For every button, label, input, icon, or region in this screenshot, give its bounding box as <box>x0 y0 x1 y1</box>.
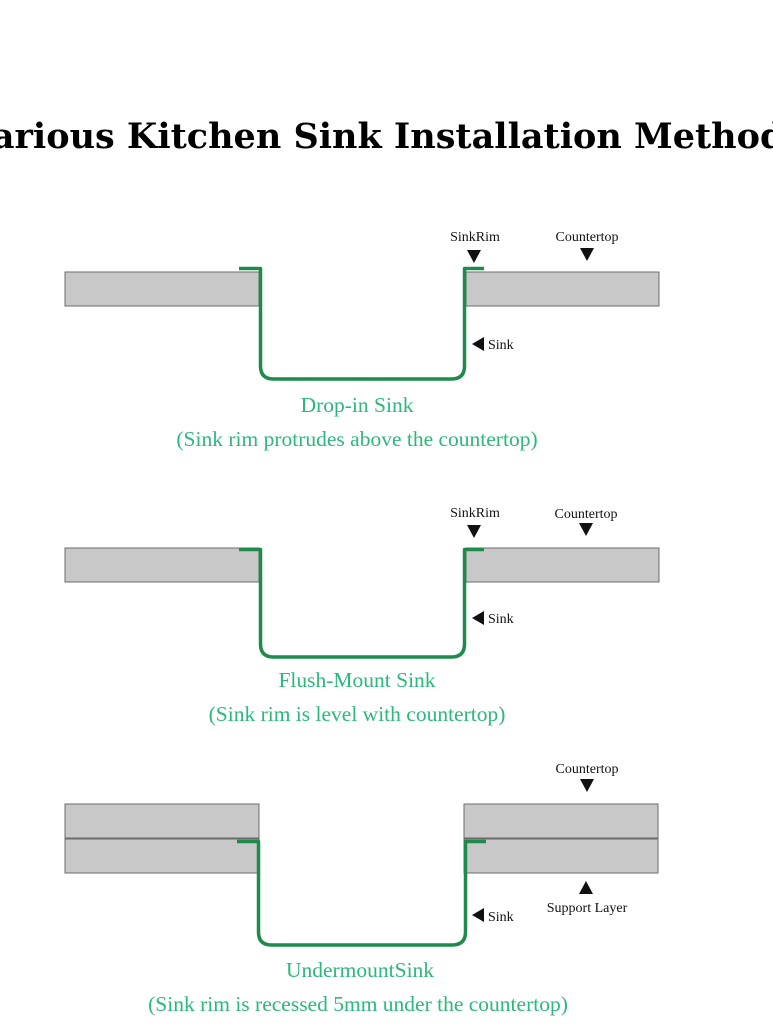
sink-arrow-icon <box>472 908 484 922</box>
countertop-arrow-icon <box>579 523 593 536</box>
countertop-left <box>64 547 260 583</box>
caption-name: Flush-Mount Sink <box>278 668 435 692</box>
sink-rim-arrow-icon <box>467 525 481 538</box>
countertop-label: Countertop <box>556 230 619 245</box>
countertop-right <box>465 547 660 583</box>
support-layer-label: Support Layer <box>547 901 628 916</box>
sink-arrow-icon <box>472 337 484 351</box>
countertop-left <box>64 271 260 307</box>
support-layer-arrow-icon <box>579 881 593 894</box>
support-layer-right <box>463 838 659 874</box>
countertop-label: Countertop <box>556 762 619 777</box>
countertop-left <box>64 803 260 839</box>
countertop-right <box>465 271 660 307</box>
countertop-right <box>463 803 659 839</box>
caption-name: Drop-in Sink <box>301 393 414 417</box>
countertop-arrow-icon <box>580 248 594 261</box>
sink-rim-arrow-icon <box>467 250 481 263</box>
support-layer-left <box>64 838 260 874</box>
sink-outline <box>239 547 484 659</box>
sink-rim-label: SinkRim <box>450 230 500 245</box>
caption-description: (Sink rim is recessed 5mm under the coun… <box>148 992 568 1016</box>
sink-rim-label: SinkRim <box>450 506 500 521</box>
sink-arrow-icon <box>472 611 484 625</box>
caption-description: (Sink rim is level with countertop) <box>209 702 506 726</box>
page-title: Various Kitchen Sink Installation Method… <box>0 116 773 157</box>
countertop-arrow-icon <box>580 779 594 792</box>
countertop-label: Countertop <box>555 507 618 522</box>
sink-label: Sink <box>488 338 514 353</box>
sink-outline <box>239 266 484 381</box>
panel-drop-in: SinkRim Countertop Sink Drop-in Sink (Si… <box>64 230 660 451</box>
sink-label: Sink <box>488 910 514 925</box>
caption-name: UndermountSink <box>286 958 434 982</box>
sink-label: Sink <box>488 612 514 627</box>
panel-undermount: Countertop Support Layer Sink Undermount… <box>64 762 659 1016</box>
panel-flush-mount: SinkRim Countertop Sink Flush-Mount Sink… <box>64 506 660 726</box>
caption-description: (Sink rim protrudes above the countertop… <box>176 427 537 451</box>
sink-outline <box>237 839 486 947</box>
